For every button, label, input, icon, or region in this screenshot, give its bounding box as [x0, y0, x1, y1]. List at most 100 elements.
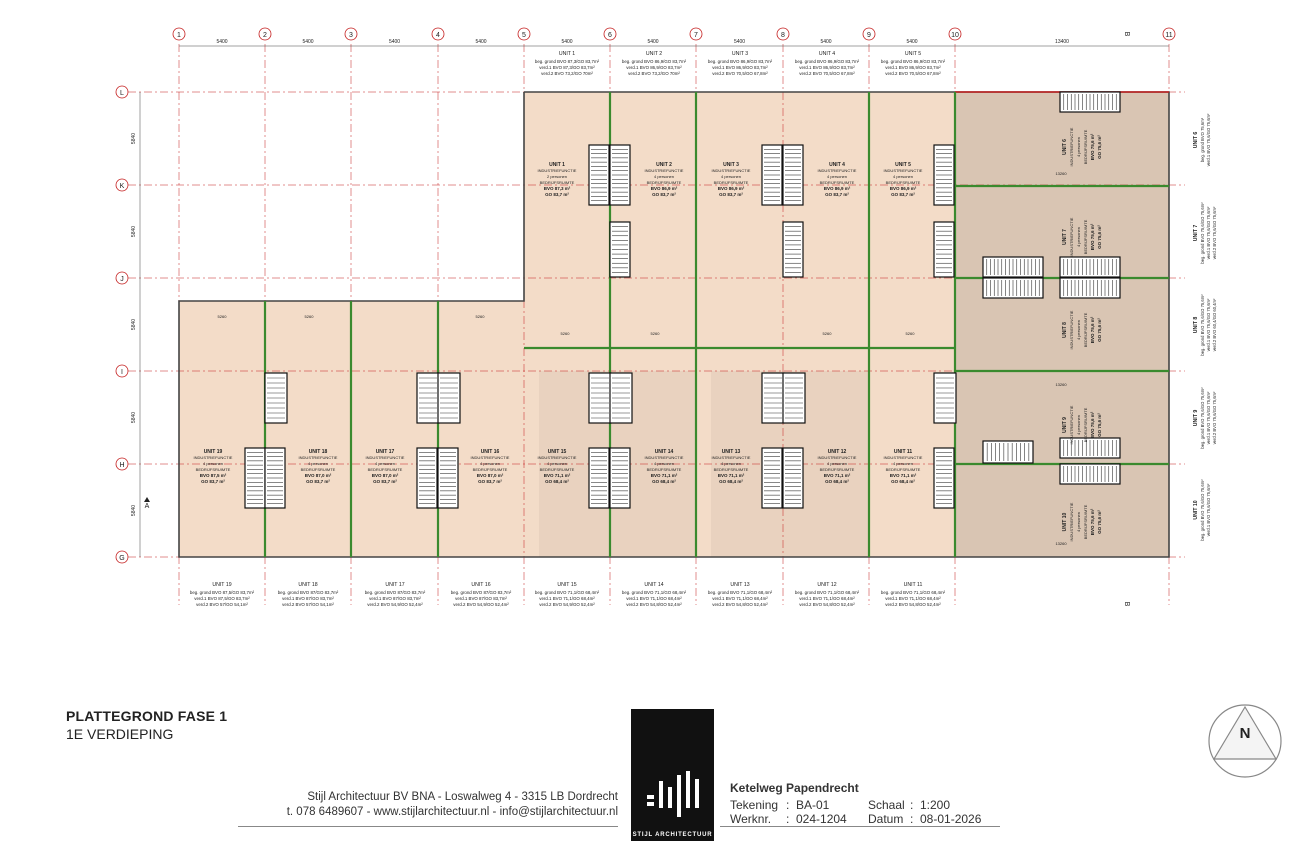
bottom-unit-area: verd.1 BVO 71,1/GO 68,4m²	[885, 596, 941, 601]
company-address: Stijl Architectuur BV BNA - Loswalweg 4 …	[307, 791, 618, 803]
inner-dimension: 5260	[651, 331, 661, 336]
dimension-col: 5400	[475, 39, 486, 45]
room-label: BEDRIJFSRUIMTE	[1083, 312, 1088, 347]
walls	[178, 91, 1170, 558]
schaal-value: 1:200	[920, 798, 951, 812]
grid-row-label: K	[120, 183, 125, 190]
bottom-unit-area: beg. grond BVO 71,1/GO 68,4m²	[795, 590, 860, 595]
grid-col-bubble	[258, 27, 272, 41]
room-label: GO 68,4 m²	[825, 479, 849, 484]
room-label: UNIT 12	[828, 449, 847, 455]
room-label: BEDRIJFSRUIMTE	[368, 467, 403, 472]
stair-29	[1059, 277, 1121, 299]
bottom-unit-area: verd.1 BVO 71,1/GO 68,4m²	[712, 596, 768, 601]
stair-0	[588, 144, 610, 206]
room-label: INDUSTRIEFUNCTIE	[645, 168, 684, 173]
room-label: GO 68,4 m²	[719, 479, 743, 484]
room-label: GO 75,6 m²	[1097, 413, 1102, 437]
grid-col-label: 2	[263, 32, 267, 39]
room-label: BEDRIJFSRUIMTE	[714, 180, 749, 185]
room-label: BVO 71,1 m²	[890, 473, 917, 478]
section-mark-b2: B	[1123, 602, 1130, 607]
grid-col-bubble	[431, 27, 445, 41]
bottom-unit-area: verd.1 BVO 87,5/GO 83,7m²	[194, 596, 250, 601]
room-label: UNIT 8	[1062, 322, 1068, 338]
bottom-unit-name: UNIT 14	[644, 582, 663, 588]
room-label: GO 83,7 m²	[891, 192, 915, 197]
room-label: UNIT 4	[829, 162, 845, 168]
project-row-1: Tekening: BA-01 Schaal: 1:200	[730, 798, 951, 812]
room-label: 2 personen	[547, 174, 567, 179]
stair-18	[416, 447, 438, 509]
room-label: 4 personen	[480, 461, 500, 466]
side-unit-name: UNIT 8	[1193, 317, 1199, 334]
stair-17	[264, 447, 286, 509]
side-unit-area: beg. grond BVO 75,6/GO 75,6m²	[1200, 202, 1205, 264]
room-label: BEDRIJFSRUIMTE	[647, 467, 682, 472]
room-label: BEDRIJFSRUIMTE	[196, 467, 231, 472]
top-unit-area: verd.1 BVO 86,9/GO 83,7m²	[712, 65, 768, 70]
top-unit-name: UNIT 2	[646, 51, 662, 57]
room-label: BVO 75,6 m²	[1090, 508, 1095, 535]
project-divider	[720, 826, 1000, 827]
room-label: BEDRIJFSRUIMTE	[820, 467, 855, 472]
bottom-unit-area: beg. grond BVO 87/GO 83,7m²	[278, 590, 339, 595]
grid-row-bubble	[115, 457, 129, 471]
grid-col-bubble	[172, 27, 186, 41]
bottom-unit-name: UNIT 13	[730, 582, 749, 588]
stair-12	[609, 372, 633, 424]
inner-dimension: 5260	[906, 331, 916, 336]
stair-2	[761, 144, 783, 206]
dimension-row: 5840	[131, 319, 137, 330]
project-row-2: Werknr.: 024-1204 Datum: 08-01-2026	[730, 812, 982, 826]
top-unit-name: UNIT 5	[905, 51, 921, 57]
werknr-label: Werknr.	[730, 812, 772, 826]
company-info: Stijl Architectuur BV BNA - Loswalweg 4 …	[250, 790, 618, 820]
project-info: Ketelweg Papendrecht Tekening: BA-01 Sch…	[730, 781, 981, 826]
dimension-row: 5840	[131, 505, 137, 516]
stair-1	[609, 144, 631, 206]
bottom-unit-name: UNIT 16	[471, 582, 490, 588]
room-label: INDUSTRIEFUNCTIE	[818, 455, 857, 460]
dimension-row: 5840	[131, 226, 137, 237]
drawing-subtitle: 1E VERDIEPING	[66, 726, 174, 742]
room-label: 4 personen	[1076, 415, 1081, 435]
datum-label: Datum	[868, 812, 904, 826]
bottom-unit-area: verd.2 BVO 54,8/GO 52,4m²	[885, 602, 941, 607]
room-label: BEDRIJFSRUIMTE	[540, 467, 575, 472]
bottom-unit-area: verd.2 BVO 57/GO 54,1m²	[282, 602, 334, 607]
dimension-col: 5400	[906, 39, 917, 45]
section-mark-b: B	[1123, 32, 1130, 37]
room-label: UNIT 18	[309, 449, 328, 455]
grid-row-label: H	[119, 462, 124, 469]
bottom-unit-name: UNIT 15	[557, 582, 576, 588]
side-unit-area: beg. grond BVO 75,6m²	[1200, 117, 1205, 162]
drawing-title: PLATTEGROND FASE 1	[66, 708, 228, 724]
room-label: INDUSTRIEFUNCTIE	[645, 455, 684, 460]
top-unit-area: verd.2 BVO 70,5/GO 67,8m²	[712, 71, 768, 76]
room-label: 4 personen	[654, 174, 674, 179]
bottom-unit-area: verd.1 BVO 87/GO 83,7m²	[455, 596, 507, 601]
room-label: INDUSTRIEFUNCTIE	[1069, 310, 1074, 349]
room-label: BVO 75,6 m²	[1090, 133, 1095, 160]
room-label: BVO 71,1 m²	[544, 473, 571, 478]
grid-col-bubble	[776, 27, 790, 41]
room-label: 4 personen	[547, 461, 567, 466]
top-unit-area: beg. grond BVO 86,9/GO 83,7m²	[795, 59, 860, 64]
dimension-col: 5400	[647, 39, 658, 45]
room-label: BVO 87,0 m²	[477, 473, 504, 478]
schaal-label: Schaal	[868, 798, 905, 812]
room-label: 4 personen	[203, 461, 223, 466]
side-unit-area: beg. grond BVO 75,6/GO 75,6m²	[1200, 294, 1205, 356]
bottom-unit-area: verd.2 BVO 54,8/GO 52,4m²	[626, 602, 682, 607]
room-label: INDUSTRIEFUNCTIE	[1069, 127, 1074, 166]
room-label: GO 83,7 m²	[825, 192, 849, 197]
stair-5	[609, 221, 631, 278]
room-label: BVO 71,1 m²	[824, 473, 851, 478]
tekening-value: BA-01	[796, 798, 830, 812]
bottom-unit-area: verd.2 BVO 54,8/GO 52,4m²	[712, 602, 768, 607]
top-unit-area: verd.1 BVO 86,9/GO 83,7m²	[799, 65, 855, 70]
top-unit-area: verd.2 BVO 73,2/GO 70m²	[541, 71, 593, 76]
side-unit-area: verd.2 BVO 60,4/GO 60,4m²	[1212, 298, 1217, 351]
